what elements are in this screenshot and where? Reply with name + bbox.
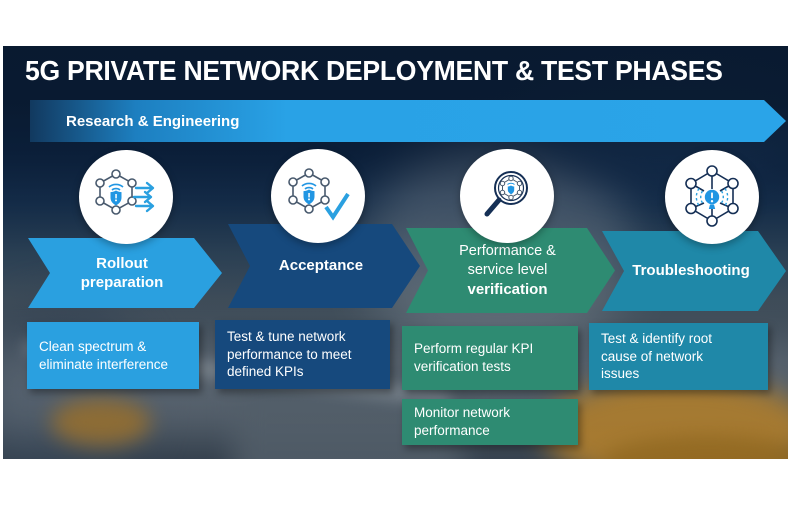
- network-magnifier-icon: [484, 171, 528, 217]
- phase-label-line: Performance &: [459, 242, 556, 259]
- note-text: Clean spectrum & eliminate interference: [39, 338, 169, 372]
- note-box: Perform regular KPI verification tests: [402, 326, 578, 390]
- phase-icon-circle: [271, 149, 365, 243]
- banner-label: Research & Engineering: [66, 112, 240, 130]
- phase-icon-circle: [665, 150, 759, 244]
- phase-label-line: preparation: [80, 274, 164, 291]
- phase-label-line: verification: [467, 280, 548, 298]
- phase-icon-circle: [79, 150, 173, 244]
- phase-chevron-rollout-preparation: Rollout preparation: [28, 238, 222, 308]
- network-arrows-icon: [95, 169, 155, 215]
- phase-label-line: Acceptance: [278, 257, 364, 275]
- note-text: Monitor network performance: [414, 405, 511, 438]
- phase-label-line: Troubleshooting: [632, 262, 750, 280]
- page-title: 5G PRIVATE NETWORK DEPLOYMENT & TEST PHA…: [25, 55, 723, 86]
- note-box: Test & tune network performance to meet …: [215, 320, 390, 389]
- note-text: Test & tune network performance to meet …: [227, 328, 352, 380]
- network-alert-icon: [685, 165, 739, 227]
- phase-label-line: Rollout: [96, 254, 148, 272]
- note-box: Monitor network performance: [402, 399, 578, 445]
- research-engineering-banner: Research & Engineering: [30, 100, 786, 142]
- note-text: Test & identify root cause of network is…: [601, 330, 713, 382]
- note-text: Perform regular KPI verification tests: [414, 341, 534, 374]
- phase-label-line: service level: [467, 261, 548, 278]
- note-box: Test & identify root cause of network is…: [589, 323, 768, 390]
- network-check-icon: [288, 168, 350, 221]
- phase-chevron-troubleshooting: Troubleshooting: [602, 231, 786, 311]
- phase-icon-circle: [460, 149, 554, 243]
- note-box: Clean spectrum & eliminate interference: [27, 322, 199, 389]
